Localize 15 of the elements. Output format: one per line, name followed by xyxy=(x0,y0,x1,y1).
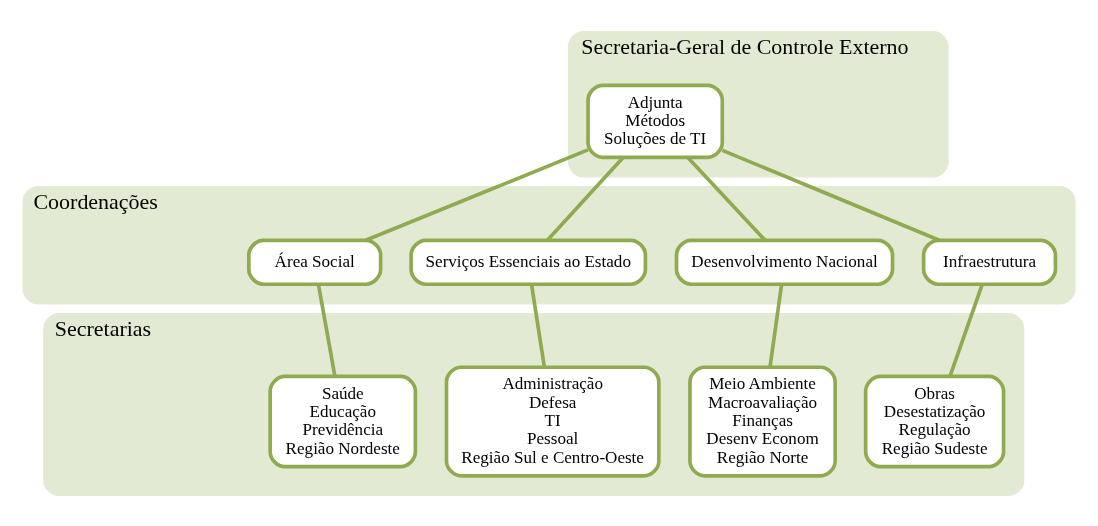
connector xyxy=(316,283,337,377)
connector xyxy=(529,283,547,367)
node-box: Área Social xyxy=(247,238,383,286)
node-box: Saúde Educação Previdência Região Nordeste xyxy=(268,374,418,468)
node-box: Serviços Essenciais ao Estado xyxy=(409,238,648,286)
node-box: Obras Desestatização Regulação Região Sudeste xyxy=(863,374,1006,468)
node-box: Adjunta Métodos Soluções de TI xyxy=(586,83,725,159)
connector xyxy=(768,283,784,367)
node-box: Desenvolvimento Nacional xyxy=(674,238,895,286)
node-box: Meio Ambiente Macroavaliação Finanças Desenv Econom Região Norte xyxy=(688,364,837,478)
connector xyxy=(721,148,940,242)
connector xyxy=(365,147,589,242)
node-box: Infraestrutura xyxy=(921,238,1058,286)
connector xyxy=(948,283,984,377)
node-box: Administração Defesa TI Pessoal Região Sul e Centro-Oeste xyxy=(444,364,661,478)
